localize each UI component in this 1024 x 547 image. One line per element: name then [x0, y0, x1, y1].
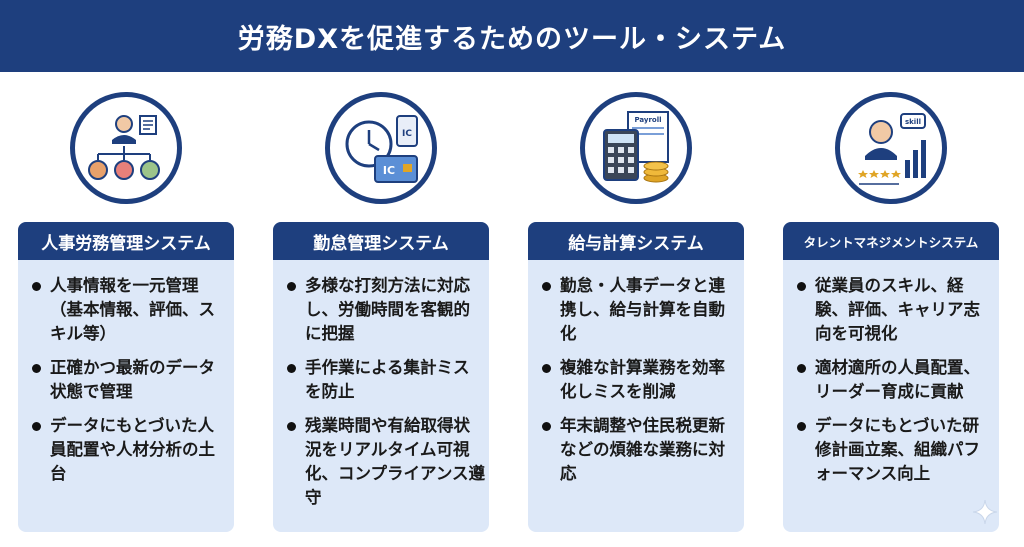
bullet-list: 従業員のスキル、経験、評価、キャリア志向を可視化 適材適所の人員配置、リーダー育… [791, 274, 995, 496]
skill-bubble-label: skill [905, 118, 921, 126]
column-attendance-system: IC IC 勤怠管理システム 多様な打刻方法に対応し、労働時間を客観的に把握 手… [273, 92, 489, 540]
ic-card-label: IC [383, 164, 395, 177]
list-item: 複雑な計算業務を効率化しミスを削減 [536, 356, 740, 404]
list-item: 人事情報を一元管理（基本情報、評価、スキル等） [26, 274, 230, 346]
org-chart-icon [70, 92, 182, 204]
card-panel [273, 222, 489, 532]
card-title: 勤怠管理システム [273, 222, 489, 260]
list-item: 正確かつ最新のデータ状態で管理 [26, 356, 230, 404]
card-panel [18, 222, 234, 532]
card-title: 人事労務管理システム [18, 222, 234, 260]
card-title: タレントマネジメントシステム [783, 222, 999, 260]
list-item: 適材適所の人員配置、リーダー育成に貢献 [791, 356, 995, 404]
payroll-doc-label: Payroll [634, 116, 661, 124]
list-item: 年末調整や住民税更新などの煩雑な業務に対応 [536, 414, 740, 486]
page-title: 労務DXを促進するためのツール・システム [0, 0, 1024, 72]
list-item: 手作業による集計ミスを防止 [281, 356, 485, 404]
card-panel [783, 222, 999, 532]
column-payroll-system: Payroll 給与計算システム 勤怠・人事データと連携し、給与計算を自動化 複… [528, 92, 744, 540]
list-item: 多様な打刻方法に対応し、労働時間を客観的に把握 [281, 274, 485, 346]
talent-skill-icon: skill [835, 92, 947, 204]
ic-reader-label: IC [402, 129, 412, 139]
card-title: 給与計算システム [528, 222, 744, 260]
list-item: 残業時間や有給取得状況をリアルタイム可視化、コンプライアンス遵守 [281, 414, 485, 510]
list-item: データにもとづいた人員配置や人材分析の土台 [26, 414, 230, 486]
column-hr-system: 人事労務管理システム 人事情報を一元管理（基本情報、評価、スキル等） 正確かつ最… [18, 92, 234, 540]
bullet-list: 人事情報を一元管理（基本情報、評価、スキル等） 正確かつ最新のデータ状態で管理 … [26, 274, 230, 496]
bullet-list: 多様な打刻方法に対応し、労働時間を客観的に把握 手作業による集計ミスを防止 残業… [281, 274, 485, 520]
column-talent-system: skill タレントマネジメントシステム 従業員のスキル、経験、評価、キャリア志… [783, 92, 999, 540]
clock-ic-card-icon: IC IC [325, 92, 437, 204]
card-panel [528, 222, 744, 532]
list-item: 勤怠・人事データと連携し、給与計算を自動化 [536, 274, 740, 346]
list-item: 従業員のスキル、経験、評価、キャリア志向を可視化 [791, 274, 995, 346]
list-item: データにもとづいた研修計画立案、組織パフォーマンス向上 [791, 414, 995, 486]
calculator-payroll-icon: Payroll [580, 92, 692, 204]
sparkle-icon [972, 499, 998, 525]
bullet-list: 勤怠・人事データと連携し、給与計算を自動化 複雑な計算業務を効率化しミスを削減 … [536, 274, 740, 496]
